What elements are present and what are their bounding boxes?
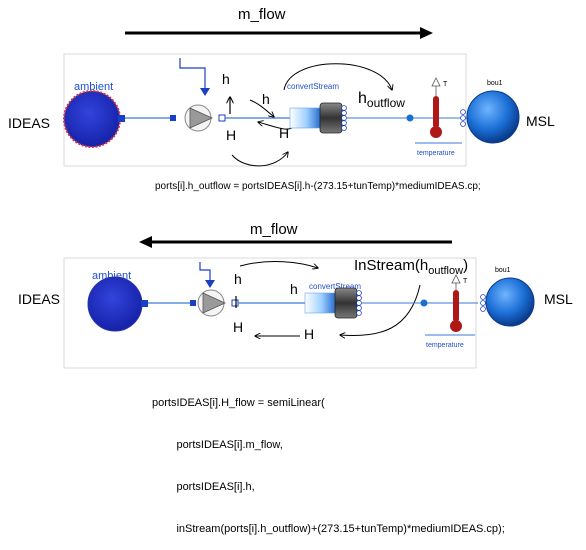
top-boundary-component[interactable]: [466, 90, 520, 144]
bottom-equation-line: inStream(ports[i].h_outflow)+(273.15+tun…: [152, 523, 505, 535]
top-ambient-component[interactable]: [63, 90, 121, 148]
bottom-junction: [420, 299, 428, 307]
top-equation: ports[i].h_outflow = portsIDEAS[i].h-(27…: [155, 181, 481, 192]
bottom-temp-symbol: T: [463, 278, 468, 285]
top-h-mid-arrow: [249, 99, 274, 117]
bottom-thermometer: [453, 290, 459, 322]
top-pump-inlet: [170, 115, 176, 121]
top-h-mid: h: [262, 91, 270, 107]
top-ambient-label: ambient: [74, 81, 113, 93]
bottom-diagram: m_flow IDEAS MSL ambient h H h H convert…: [18, 221, 573, 369]
top-pump-icon: [189, 107, 213, 129]
bottom-convert-stream[interactable]: [304, 292, 336, 314]
bottom-thermometer-bulb: [450, 320, 462, 332]
bottom-ambient-component[interactable]: [87, 276, 143, 332]
bottom-ambient-port: [141, 300, 148, 307]
top-flow-label: m_flow: [238, 6, 286, 23]
bottom-h-mid: h: [290, 281, 298, 297]
top-bou-label: bou1: [487, 80, 503, 87]
top-pump-outlet: [218, 114, 226, 122]
top-junction: [406, 114, 414, 122]
bottom-flow-arrowhead: [139, 236, 152, 248]
bottom-flow-label: m_flow: [250, 221, 298, 238]
top-diagram: m_flow IDEAS MSL ambient h H h H: [8, 6, 555, 192]
top-temp-arrow: [431, 77, 441, 87]
bottom-boundary-component[interactable]: [485, 277, 535, 327]
diagram-canvas: m_flow IDEAS MSL ambient h H h H: [8, 6, 573, 369]
bottom-equation-line: portsIDEAS[i].m_flow,: [152, 439, 283, 451]
bottom-ideas-label: IDEAS: [18, 291, 60, 307]
bottom-H-mid: H: [304, 326, 314, 342]
bottom-model-frame: [63, 257, 477, 369]
bottom-equation-line: portsIDEAS[i].h,: [152, 481, 255, 493]
top-thermometer: [433, 96, 439, 128]
bottom-equation-line: portsIDEAS[i].H_flow = semiLinear(: [152, 397, 325, 409]
top-temp-label: temperature: [417, 150, 455, 157]
bottom-instream: InStream(houtflow): [354, 257, 468, 277]
top-temp-symbol: T: [443, 81, 448, 88]
top-H-mid: H: [279, 125, 289, 141]
top-pump-signal-line: [179, 58, 206, 95]
top-curve-upper: [283, 63, 392, 90]
bottom-curve-upper: [239, 261, 318, 268]
top-msl-label: MSL: [526, 113, 555, 129]
top-flow-arrowhead: [420, 27, 433, 39]
top-ambient-port: [118, 115, 125, 122]
top-houtflow: houtflow: [358, 90, 405, 110]
top-ideas-label: IDEAS: [8, 115, 50, 131]
top-thermometer-bulb: [430, 126, 442, 138]
bottom-h-left: h: [234, 271, 242, 287]
top-convert-cylinder: [319, 102, 343, 134]
bottom-equation: portsIDEAS[i].H_flow = semiLinear( ports…: [152, 368, 505, 550]
bottom-pump-signal-line: [199, 262, 211, 285]
bottom-pump-icon: [202, 292, 226, 314]
top-convert-label: convertStream: [287, 82, 339, 91]
top-H-left: H: [226, 127, 236, 143]
bottom-convert-cylinder: [334, 287, 358, 319]
top-model-frame: [63, 53, 467, 167]
bottom-curve-right: [340, 284, 421, 336]
top-convert-stream[interactable]: [289, 107, 321, 129]
bottom-bou-label: bou1: [495, 267, 511, 274]
bottom-H-left: H: [233, 319, 243, 335]
top-pump-signal-head: [200, 88, 210, 96]
bottom-temp-label: temperature: [426, 342, 464, 349]
bottom-msl-label: MSL: [544, 291, 573, 307]
top-h-left: h: [222, 71, 230, 87]
bottom-convert-label: convertStream: [309, 282, 361, 291]
top-curve-lower: [231, 152, 288, 167]
